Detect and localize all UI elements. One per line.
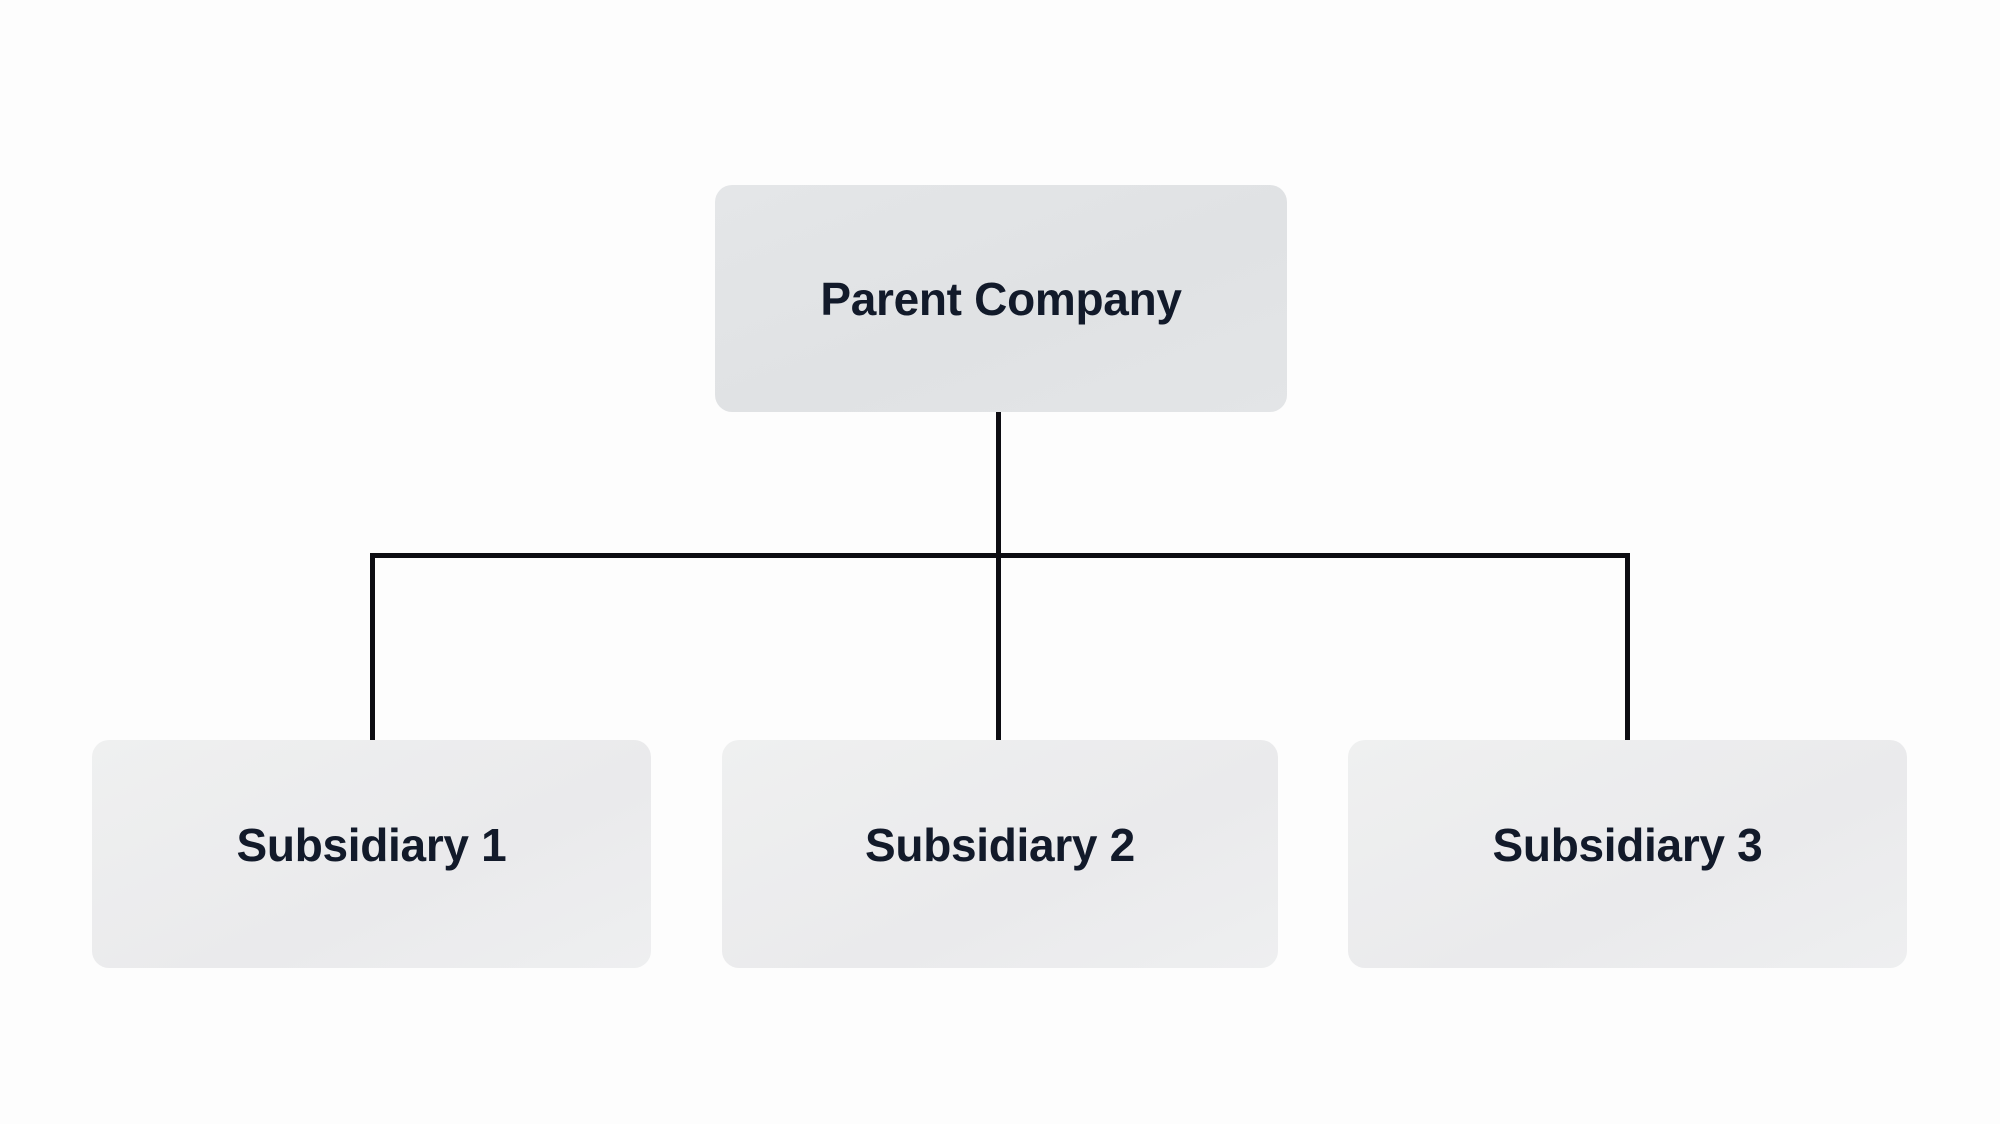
connector-bus-to-subsidiary-3 [1625,553,1630,740]
node-subsidiary-2[interactable]: Subsidiary 2 [722,740,1278,968]
node-subsidiary-3[interactable]: Subsidiary 3 [1348,740,1907,968]
connector-parent-to-bus [996,410,1001,740]
node-parent-company[interactable]: Parent Company [715,185,1287,412]
connector-horizontal-bus [370,553,1630,558]
node-subsidiary-1[interactable]: Subsidiary 1 [92,740,651,968]
connector-bus-to-subsidiary-1 [370,553,375,740]
node-subsidiary-3-label: Subsidiary 3 [1492,819,1763,871]
node-subsidiary-2-label: Subsidiary 2 [865,819,1135,871]
node-subsidiary-1-label: Subsidiary 1 [236,819,507,871]
node-parent-company-label: Parent Company [820,272,1182,325]
